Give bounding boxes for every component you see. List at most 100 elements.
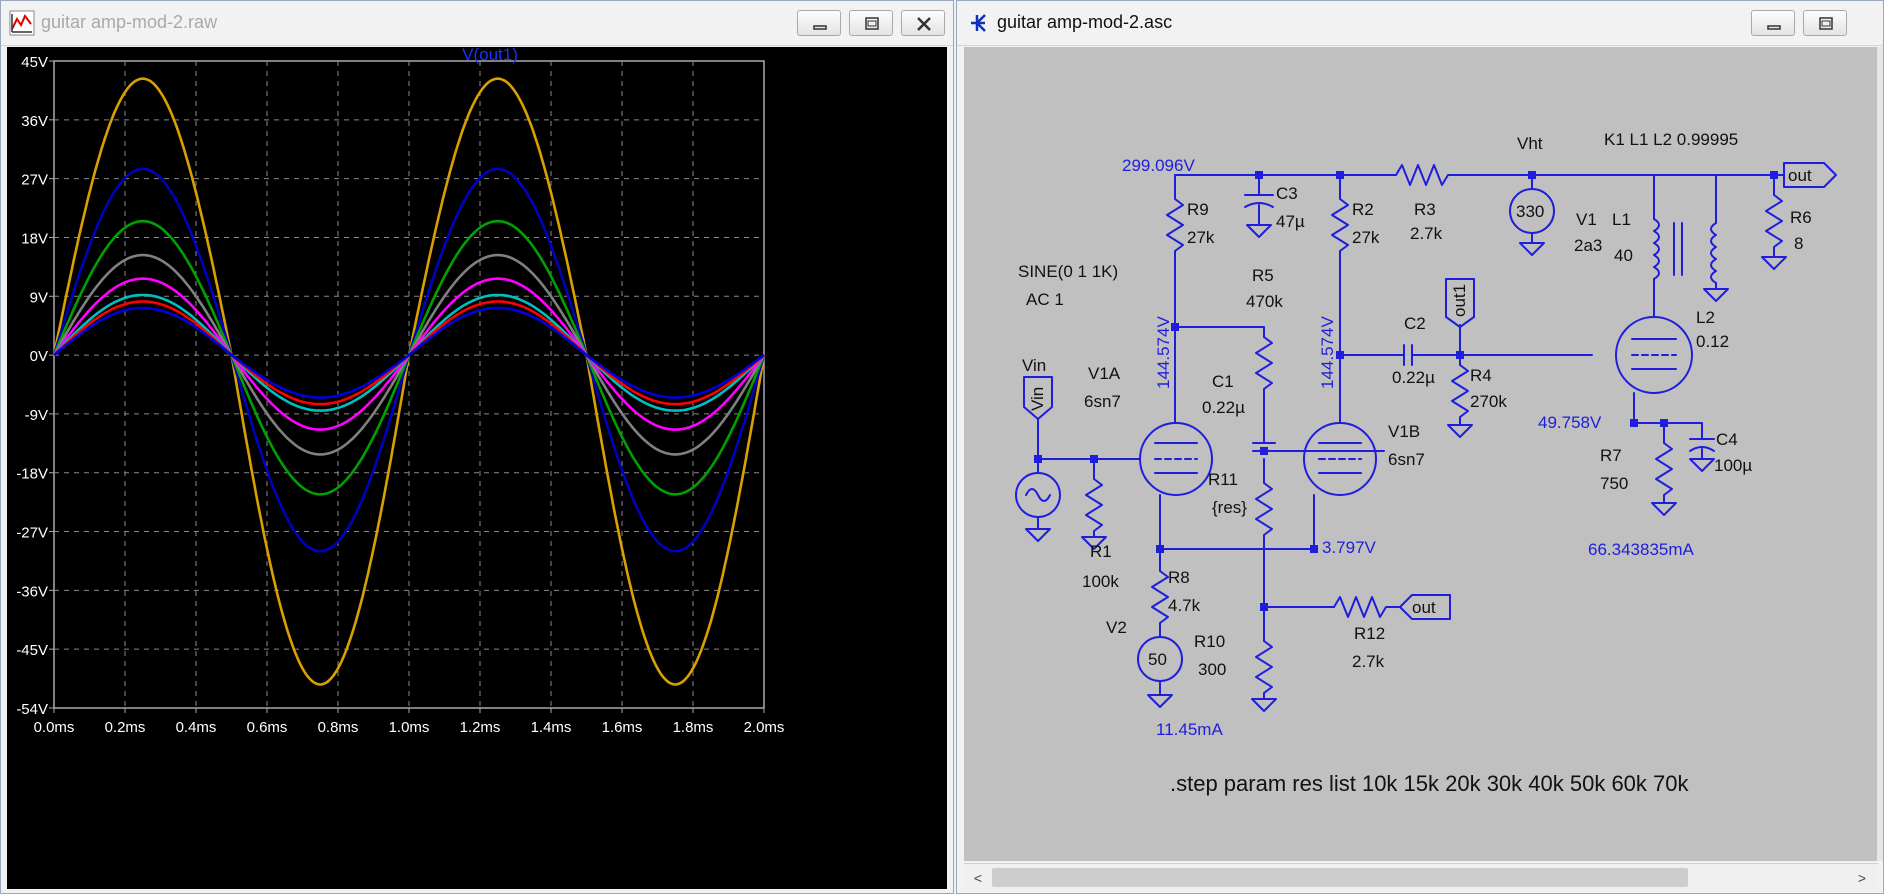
node-voltage-v1-cathode: 49.758V [1538,413,1602,432]
vht-label: Vht [1517,134,1543,153]
r3-label: R3 [1414,200,1436,219]
wires [1015,162,1837,712]
r7-value: 750 [1600,474,1628,493]
v1a-label: V1A [1088,364,1121,383]
node-voltage-top: 299.096V [1122,156,1195,175]
x-tick-label: 1.6ms [602,719,643,736]
v2-value: 50 [1148,650,1167,669]
trace-layer [52,77,766,686]
c3-label: C3 [1276,184,1298,203]
out-flag-r12: out [1412,598,1436,617]
r2-label: R2 [1352,200,1374,219]
out1-flag: out1 [1450,284,1469,317]
r8-label: R8 [1168,568,1190,587]
l1-label: L1 [1612,210,1631,229]
plot-maximize-button[interactable] [849,10,893,36]
c4-label: C4 [1716,430,1738,449]
r10-value: 300 [1198,660,1226,679]
l2-label: L2 [1696,308,1715,327]
vht-value: 330 [1516,202,1544,221]
r6-label: R6 [1790,208,1812,227]
schematic-canvas[interactable]: 299.096V 144.574V 144.574V 49.758V 3.797… [964,47,1878,861]
y-tick-label: -18V [16,466,48,483]
node-voltage-v1b-plate: 144.574V [1318,316,1337,389]
schematic-window-title: guitar amp-mod-2.asc [997,12,1173,32]
schematic-drawing[interactable]: 299.096V 144.574V 144.574V 49.758V 3.797… [964,47,1878,861]
c2-label: C2 [1404,314,1426,333]
maximize-icon [1819,17,1833,30]
x-tick-label: 1.2ms [460,719,501,736]
r4-value: 270k [1470,392,1507,411]
vertical-scrollbar[interactable] [1877,47,1883,861]
waveform-chart[interactable]: 45V36V27V18V9V0V-9V-18V-27V-36V-45V-54V … [7,47,947,889]
y-tick-label: -36V [16,583,48,600]
trace-label[interactable]: V(out1) [462,47,518,64]
plot-minimize-button[interactable] [797,10,841,36]
trace-series [53,306,765,399]
c1-value: 0.22µ [1202,398,1245,417]
plot-close-button[interactable] [901,10,945,36]
grid-layer [49,60,765,713]
coupling-directive: K1 L1 L2 0.99995 [1604,130,1738,149]
r12-value: 2.7k [1352,652,1385,671]
plot-window-title: guitar amp-mod-2.raw [41,12,218,32]
r5-value: 470k [1246,292,1283,311]
r11-value: {res} [1212,498,1247,517]
v1b-value: 6sn7 [1388,450,1425,469]
r1-label: R1 [1090,542,1112,561]
r1-value: 100k [1082,572,1119,591]
r9-value: 27k [1187,228,1215,247]
r10-label: R10 [1194,632,1225,651]
schematic-maximize-button[interactable] [1803,10,1847,36]
r3-resistor [1395,164,1449,186]
vin-flag: Vin [1028,387,1047,411]
x-tick-label: 0.2ms [105,719,146,736]
sine-spec: SINE(0 1 1K) [1018,262,1118,281]
y-tick-label: 9V [30,289,48,306]
y-tick-label: -45V [16,642,48,659]
r9-label: R9 [1187,200,1209,219]
schematic-window[interactable]: guitar amp-mod-2.asc [956,0,1884,894]
r12-label: R12 [1354,624,1385,643]
node-voltage-v1a-plate: 144.574V [1154,316,1173,389]
v1b-label: V1B [1388,422,1420,441]
out-flag-r6: out [1788,166,1812,185]
r7-label: R7 [1600,446,1622,465]
scroll-thumb[interactable] [992,868,1688,887]
x-tick-label: 0.6ms [247,719,288,736]
scroll-right-icon[interactable]: > [1857,870,1867,886]
r8-value: 4.7k [1168,596,1201,615]
y-tick-label: 0V [30,348,48,365]
waveform-app-icon [9,10,35,36]
v1-value: 2a3 [1574,236,1602,255]
close-icon [917,17,931,31]
x-tick-label: 2.0ms [744,719,785,736]
schematic-app-icon [971,14,986,32]
v2-label: V2 [1106,618,1127,637]
y-tick-label: -9V [25,407,48,424]
r4-label: R4 [1470,366,1492,385]
scroll-left-icon[interactable]: < [973,870,983,886]
schematic-title-bar[interactable]: guitar amp-mod-2.asc [957,1,1883,46]
x-tick-label: 1.8ms [673,719,714,736]
c2-value: 0.22µ [1392,368,1435,387]
plot-title-bar[interactable]: guitar amp-mod-2.raw [1,1,953,46]
vin-label: Vin [1022,356,1046,375]
r6-value: 8 [1794,234,1803,253]
x-tick-label: 1.0ms [389,719,430,736]
schematic-minimize-button[interactable] [1751,10,1795,36]
y-tick-label: 18V [21,230,48,247]
c3-value: 47µ [1276,212,1305,231]
maximize-icon [865,17,879,30]
l2-value: 0.12 [1696,332,1729,351]
l1-value: 40 [1614,246,1633,265]
c1-label: C1 [1212,372,1234,391]
current-r7: 66.343835mA [1588,540,1695,559]
junction-dots [1034,171,1778,611]
horizontal-scrollbar[interactable]: < > [964,863,1878,892]
v1-label: V1 [1576,210,1597,229]
